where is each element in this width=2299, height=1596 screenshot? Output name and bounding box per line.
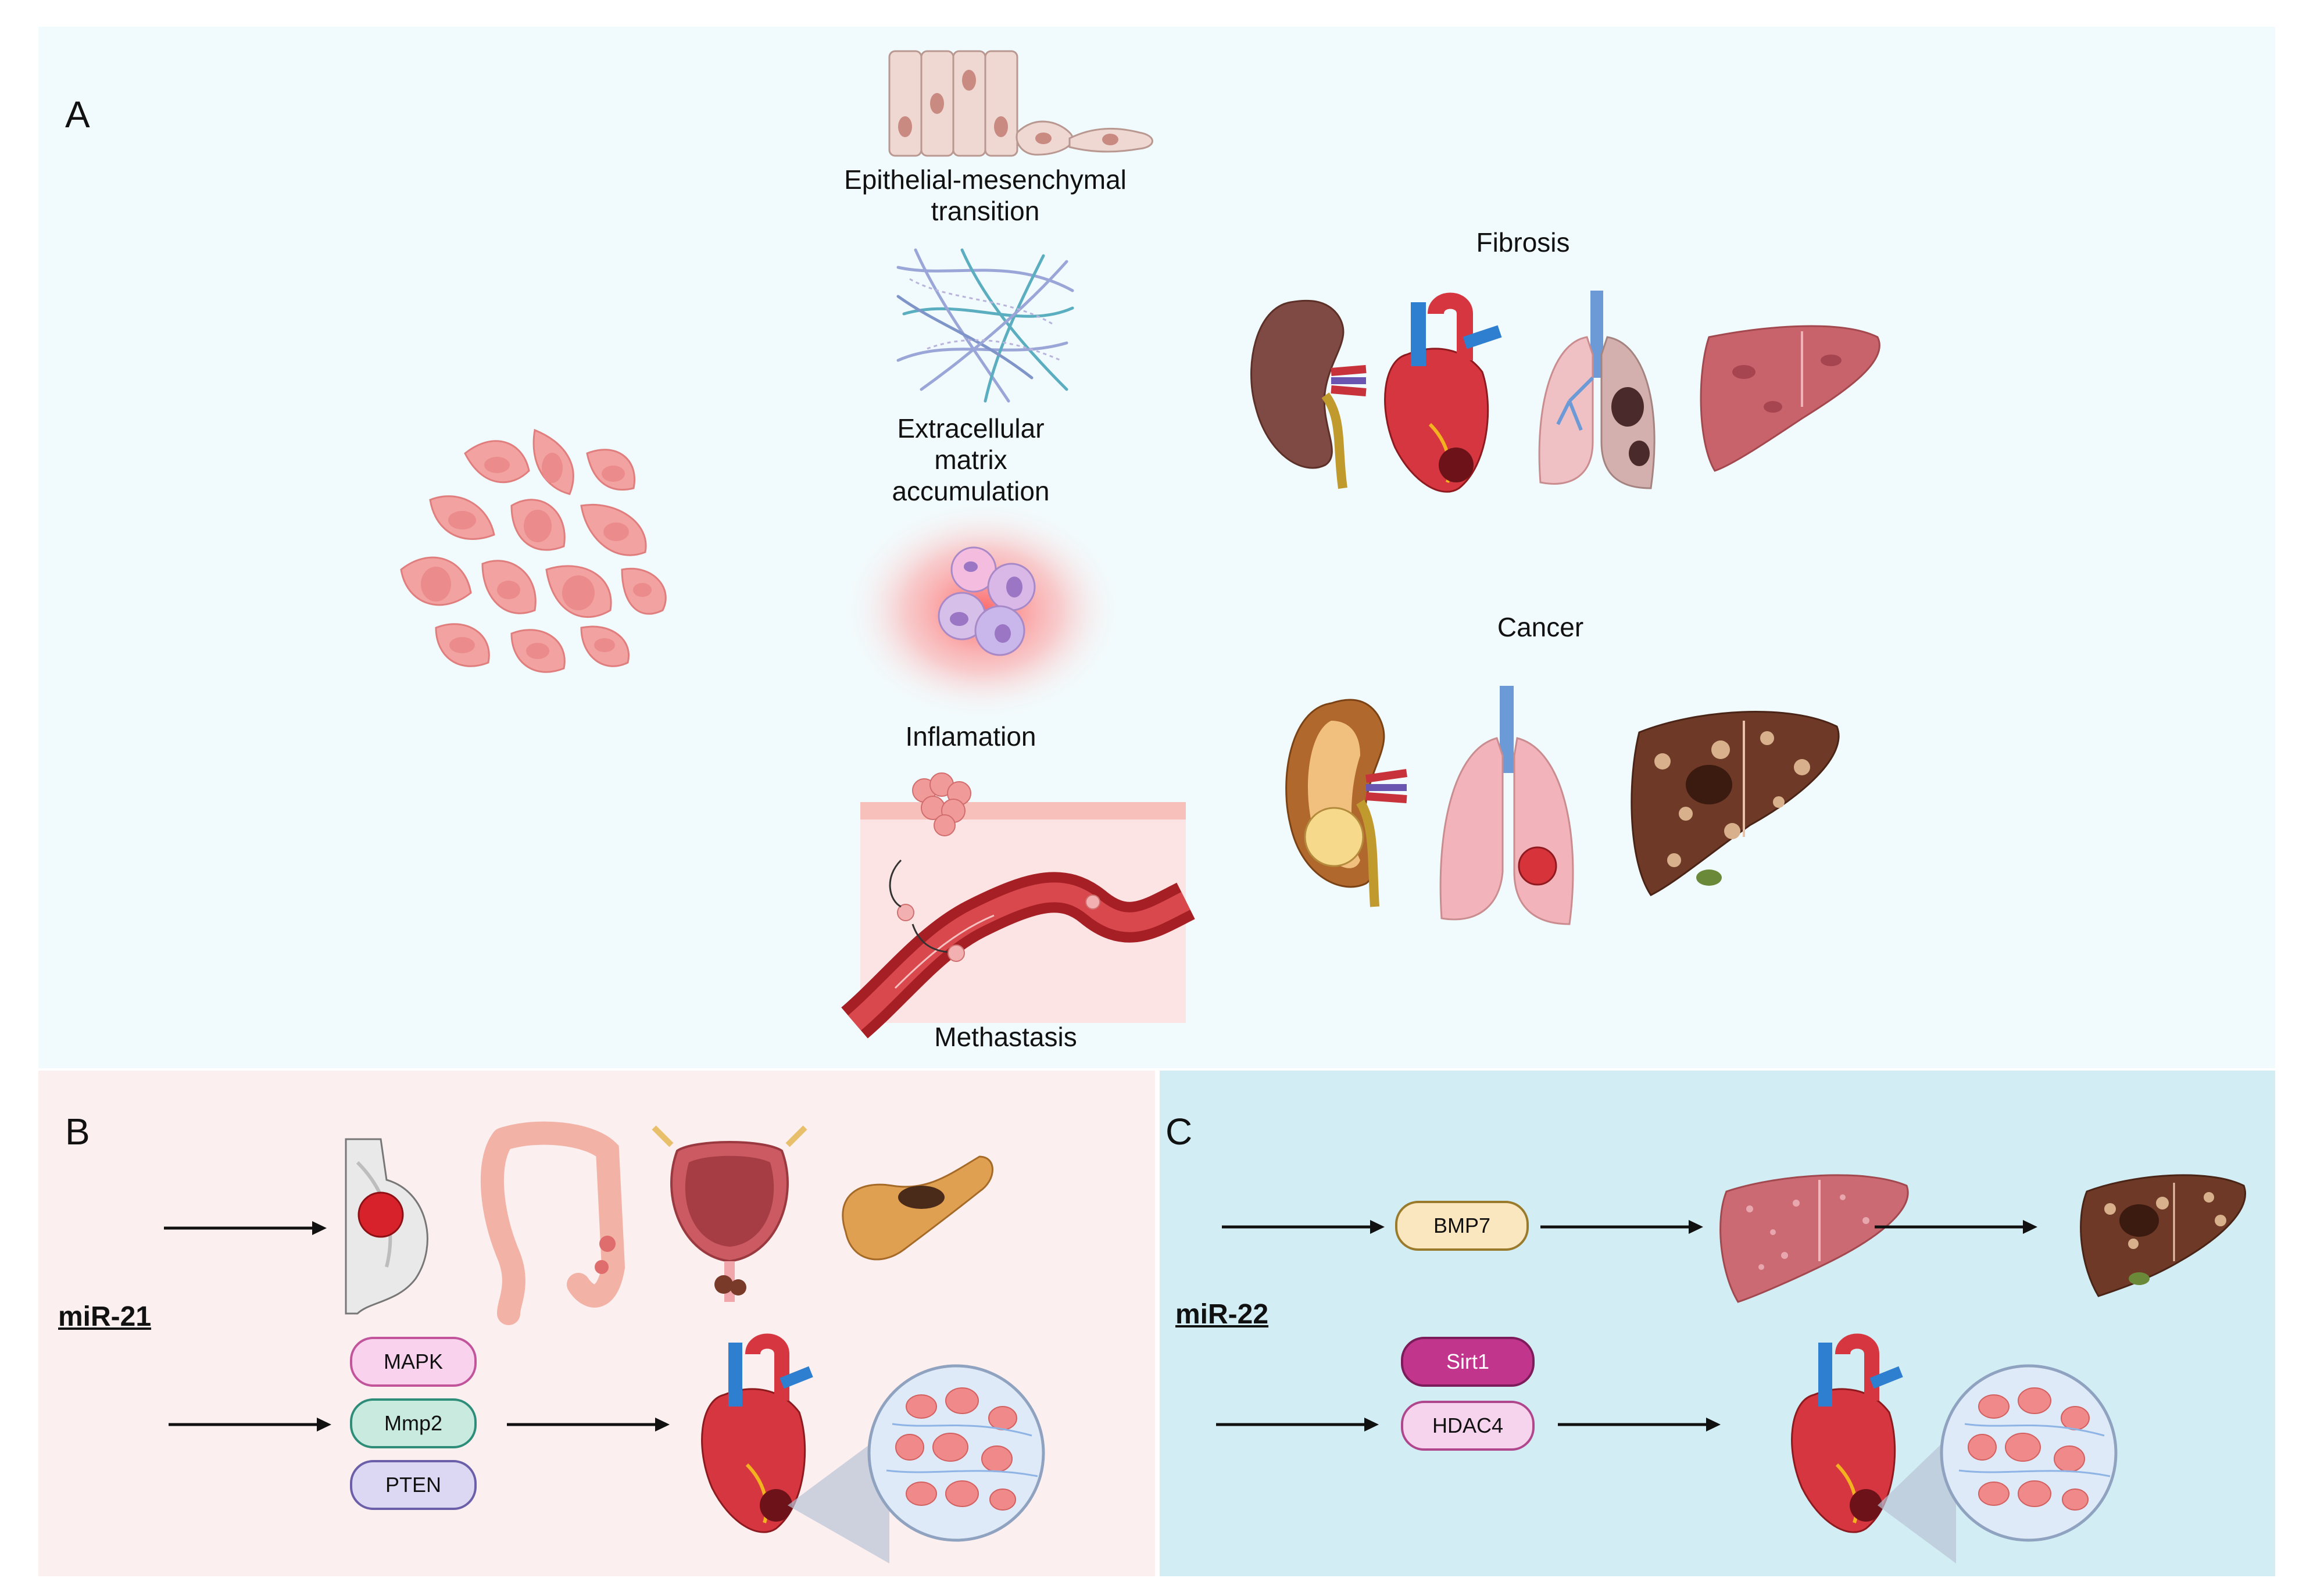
heart-fibrosis-icon-c — [1791, 1333, 2118, 1563]
target-bmp7: BMP7 — [1395, 1201, 1529, 1251]
fibrosis-label: Fibrosis — [1476, 227, 1570, 257]
ecm-fibers-icon — [896, 248, 1074, 403]
panel-a-letter: A — [65, 94, 90, 135]
target-pten: PTEN — [350, 1460, 477, 1510]
liver-icon — [1700, 325, 1880, 472]
emt-label-text: Epithelial-mesenchymal transition — [844, 164, 1127, 226]
bladder-tumor-icon — [652, 1125, 807, 1302]
ecm-label: Extracellular matrix accumulation — [837, 413, 1104, 507]
ecm-label-text: Extracellular matrix accumulation — [892, 413, 1050, 506]
liver-fibrosis-icon — [1719, 1174, 1909, 1303]
heart-fibrosis-icon — [701, 1333, 1045, 1563]
lungs-icon — [1538, 291, 1656, 489]
panel-b-letter: B — [65, 1111, 90, 1153]
mir22-label: miR-22 — [1175, 1299, 1269, 1330]
emt-label: Epithelial-mesenchymal transition — [814, 164, 1157, 227]
cancer-label: Cancer — [1497, 612, 1584, 642]
target-mmp2: Mmp2 — [350, 1398, 477, 1448]
inflammation-cells-icon — [843, 500, 1122, 721]
arrow-c-liver — [1540, 1220, 1703, 1234]
kidney-icon — [1250, 299, 1367, 489]
miR21-cancer-organs — [345, 1121, 993, 1325]
breast-tumor-icon — [345, 1138, 428, 1315]
heart-icon — [1384, 292, 1502, 493]
arrow-b-targets — [169, 1418, 331, 1432]
panel-c-letter: C — [1165, 1111, 1193, 1153]
kidney-tumor-icon — [1285, 699, 1407, 907]
arrow-c-heart — [1558, 1418, 1721, 1432]
target-hdac4: HDAC4 — [1401, 1401, 1535, 1451]
arrow-c-targets — [1216, 1418, 1379, 1432]
lung-tumor-icon — [1439, 686, 1574, 925]
pancreas-tumor-icon — [842, 1155, 993, 1261]
arrow-c-bmp7 — [1222, 1220, 1385, 1234]
arrow-c-cancer — [1875, 1220, 2037, 1234]
colon-tumor-icon — [480, 1121, 625, 1325]
metastasis-vessel-icon — [841, 772, 1195, 1039]
cancer-organs-group — [1285, 686, 1840, 925]
target-mapk: MAPK — [350, 1337, 477, 1387]
liver-tumor-icon — [1631, 711, 1840, 896]
inflammation-label: Inflamation — [905, 721, 1036, 752]
arrow-b-heart — [507, 1418, 670, 1432]
emt-cells-icon — [888, 50, 1153, 157]
liver-cancer-icon — [2080, 1174, 2246, 1297]
metastasis-label: Methastasis — [934, 1022, 1077, 1052]
target-sirt1: Sirt1 — [1401, 1337, 1535, 1387]
arrow-b-cancer — [164, 1221, 327, 1235]
mir21-label: miR-21 — [58, 1301, 152, 1332]
fibroblast-cluster-icon — [400, 428, 667, 673]
fibrosis-organs-group — [1250, 291, 1880, 493]
